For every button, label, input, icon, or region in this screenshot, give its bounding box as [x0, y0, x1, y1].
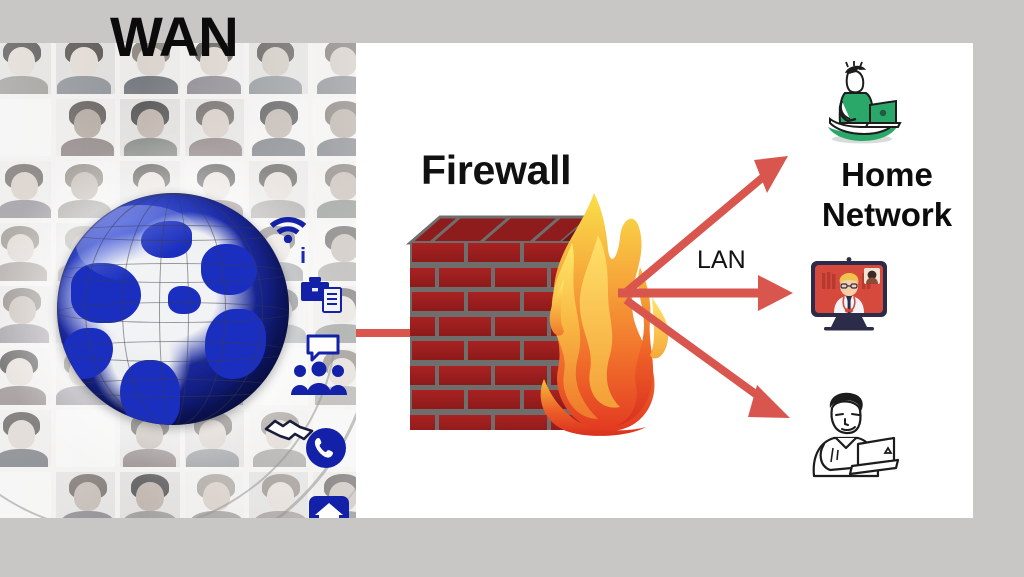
document-icon: [322, 287, 342, 313]
info-letter-icon: i: [300, 243, 307, 268]
wan-image-panel: i: [0, 43, 356, 518]
collage-face: [56, 43, 116, 95]
collage-face: [312, 161, 356, 219]
lan-label: LAN: [697, 246, 746, 274]
person-with-laptop-green-icon: [812, 61, 908, 147]
collage-face: [312, 223, 356, 281]
globe-icon: [57, 193, 289, 425]
collage-face: [120, 471, 180, 518]
chat-bubble-icon: [305, 333, 341, 363]
person-holding-laptop-icon: [800, 386, 902, 478]
wifi-icon: [268, 213, 308, 243]
collage-face: [0, 471, 52, 518]
home-network-line-1: Home: [841, 156, 933, 193]
collage-face: [120, 99, 180, 157]
flame-icon: [528, 183, 673, 438]
collage-face: [0, 43, 52, 95]
collage-face: [248, 161, 308, 219]
collage-face: [312, 43, 356, 95]
collage-face: [184, 471, 244, 518]
collage-face: [0, 223, 52, 281]
wan-label: WAN: [110, 5, 239, 68]
collage-face: [0, 285, 52, 343]
firewall-label: Firewall: [421, 147, 572, 193]
slide-canvas: i: [0, 43, 973, 518]
collage-face: [0, 409, 52, 467]
home-icon: [308, 495, 350, 518]
collage-face: [56, 99, 116, 157]
people-group-icon: [290, 361, 348, 397]
collage-face: [248, 99, 308, 157]
collage-face: [56, 471, 116, 518]
collage-face: [248, 43, 308, 95]
wan-connection-line: [356, 329, 418, 337]
collage-face: [0, 99, 52, 157]
video-call-screen-icon: [806, 255, 892, 331]
collage-face: [184, 99, 244, 157]
home-network-line-2: Network: [821, 195, 953, 233]
collage-face: [0, 347, 52, 405]
handshake-icon: [263, 413, 315, 443]
brick-row: [410, 290, 590, 313]
brick-row: [410, 241, 590, 264]
home-network-label: Home Network: [792, 155, 982, 234]
collage-face: [312, 99, 356, 157]
collage-face: [56, 409, 116, 467]
collage-face: [0, 161, 52, 219]
phone-icon: [305, 427, 347, 469]
collage-face: [248, 471, 308, 518]
